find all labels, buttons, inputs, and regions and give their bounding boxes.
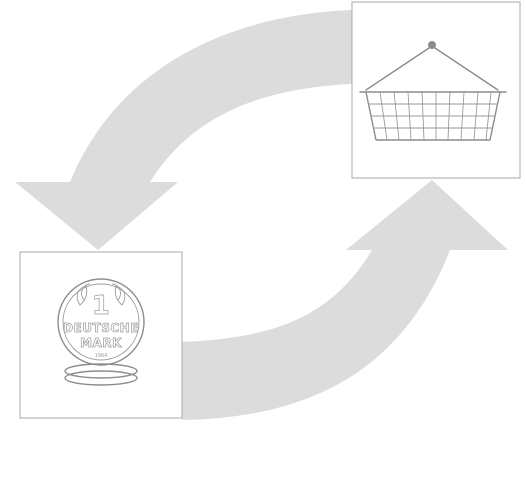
coin-panel: 1 DEUTSCHE MARK 1964: [19, 251, 183, 419]
basket-panel: [351, 1, 521, 179]
coin-text-line-2: MARK: [80, 336, 122, 350]
deutsche-mark-coin-icon: 1 DEUTSCHE MARK 1964: [57, 278, 145, 386]
coin-text-line-1: DEUTSCHE: [63, 321, 139, 335]
curved-arrow-top-left: [15, 10, 352, 250]
curved-arrow-bottom-right: [182, 180, 508, 420]
coin-year: 1964: [95, 353, 108, 359]
coin-denomination: 1: [92, 291, 111, 321]
shopping-basket-icon: [359, 41, 507, 141]
